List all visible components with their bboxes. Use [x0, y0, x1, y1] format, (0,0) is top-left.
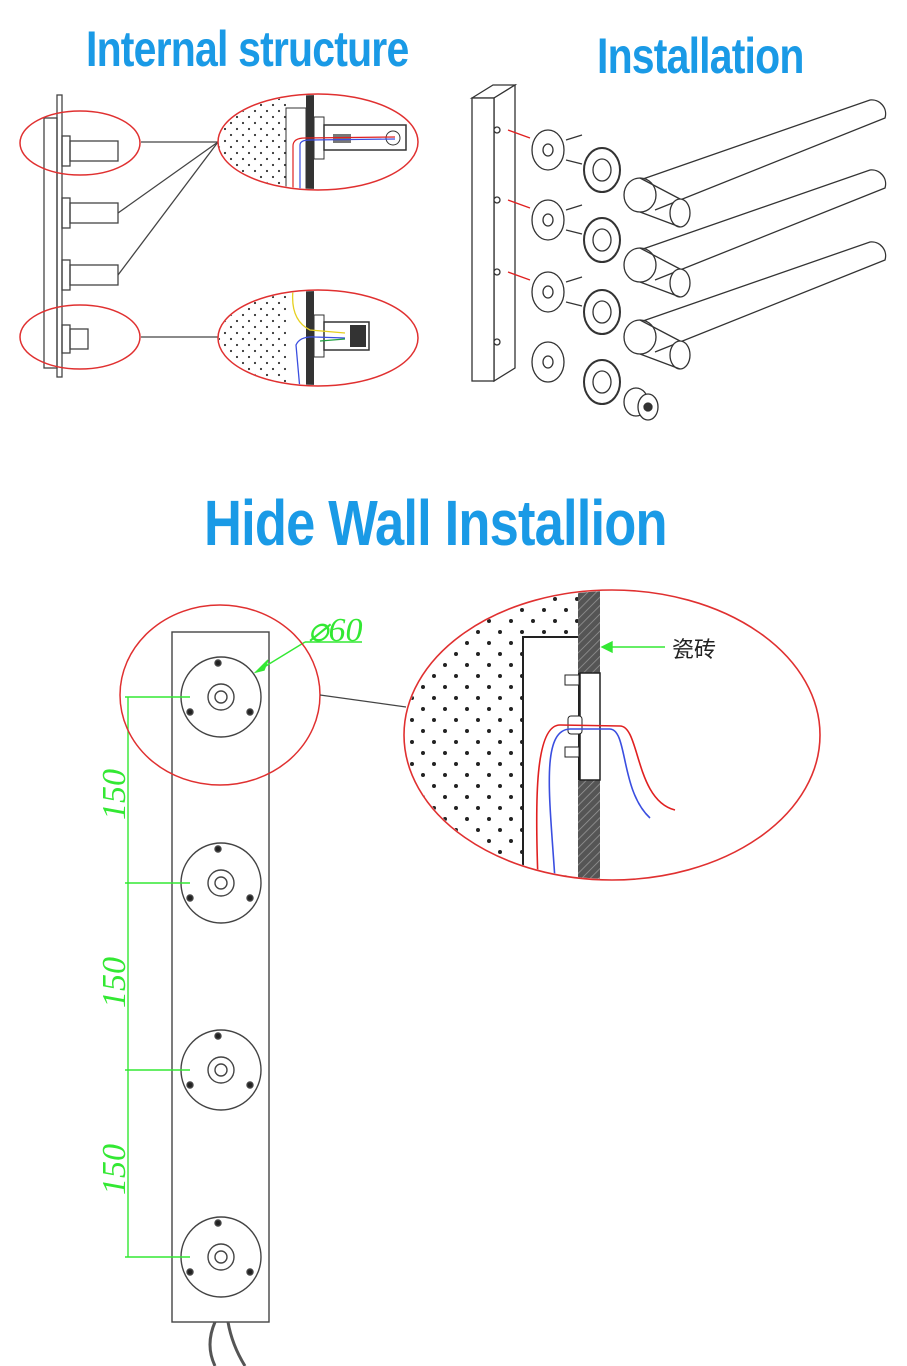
mounting-hub — [180, 656, 262, 738]
tile-label: 瓷砖 — [672, 638, 717, 663]
detail-bottom-connector — [219, 291, 370, 385]
panel — [171, 631, 270, 1323]
tile-layer — [578, 780, 600, 879]
wall-panel-front-view — [171, 631, 270, 1366]
mounting-row — [493, 99, 887, 228]
bar-stub — [69, 140, 119, 162]
spacing-label: 150 — [96, 1144, 133, 1195]
detail-wall-section — [405, 591, 676, 879]
cable — [208, 1321, 247, 1366]
wire-blue — [548, 728, 651, 879]
dimension-lines — [125, 640, 665, 1258]
spacing-label: 150 — [96, 957, 133, 1008]
bar-stub-short — [69, 328, 89, 350]
installation-exploded-view — [469, 83, 887, 421]
bar-stub — [69, 202, 119, 224]
highlight-ellipse — [19, 110, 141, 176]
internal-structure-diagram — [43, 94, 219, 378]
callout-line — [319, 694, 407, 708]
wire-red — [535, 724, 676, 879]
detail-ellipse — [217, 93, 419, 191]
title-hide-wall-installation: Hide Wall Installion — [204, 487, 668, 559]
title-internal-structure: Internal structure — [86, 21, 409, 77]
tile-layer — [578, 591, 600, 673]
spacing-label: 150 — [96, 769, 133, 820]
detail-ellipse — [403, 589, 821, 881]
bar-stub — [69, 264, 119, 286]
title-installation: Installation — [597, 28, 804, 84]
panel-side-view — [56, 94, 63, 378]
detail-ellipse — [217, 289, 419, 387]
highlight-ellipse — [19, 304, 141, 370]
diameter-label: ⌀60 — [308, 612, 363, 649]
